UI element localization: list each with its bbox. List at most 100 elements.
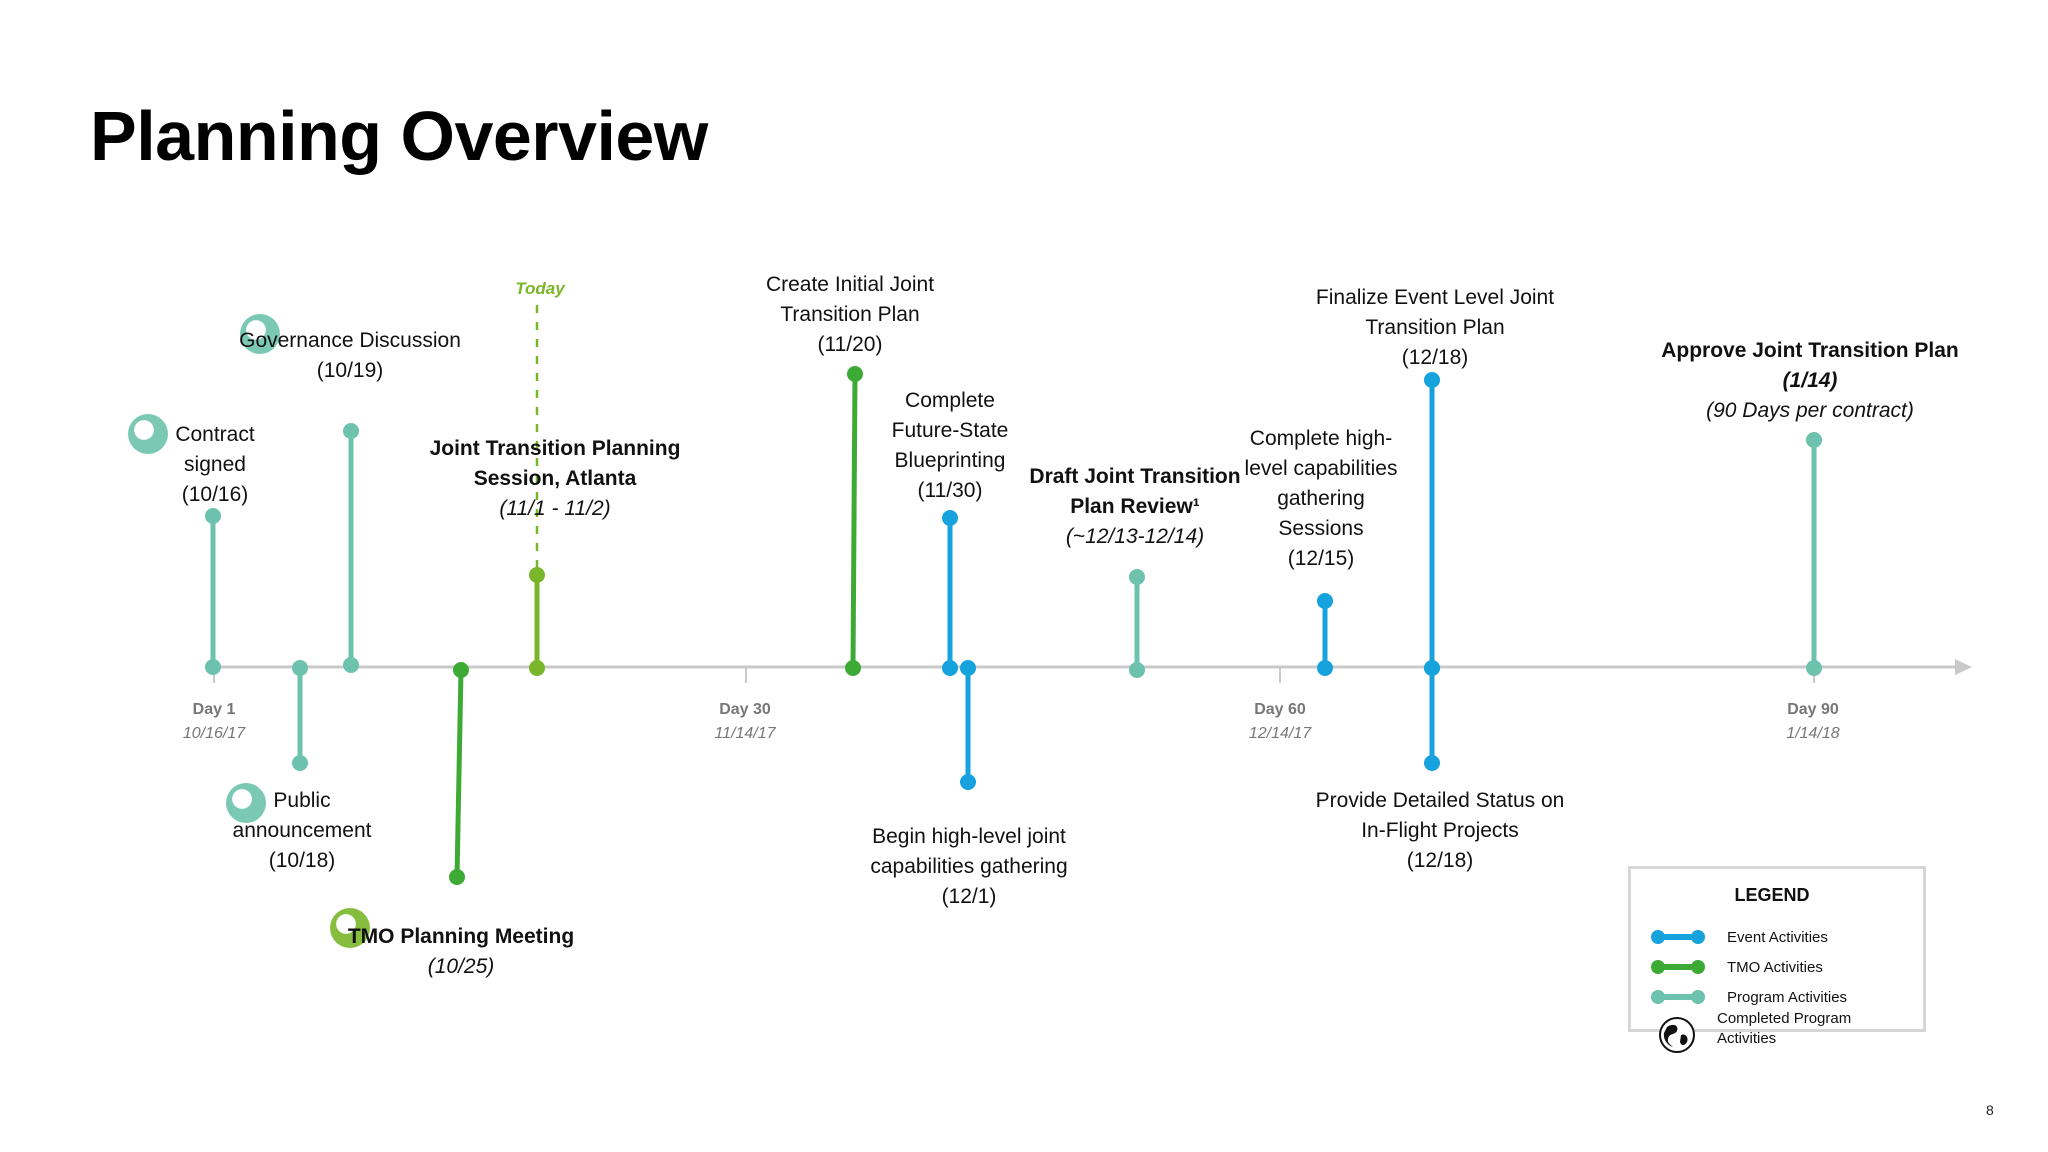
milestone-base-dot <box>960 660 976 676</box>
milestone-name-line: Transition Plan <box>780 303 920 326</box>
milestone-stem <box>454 667 464 880</box>
milestone-tip-dot <box>847 366 863 382</box>
milestone-name-line: gathering <box>1277 487 1365 510</box>
axis-tick-day: Day 60 <box>1254 701 1306 718</box>
legend-label: Event Activities <box>1727 928 1828 946</box>
timeline-axis-arrow <box>1955 659 1972 675</box>
legend-item-event: Event Activities <box>1651 925 1828 949</box>
milestone-tip-dot <box>1129 569 1145 585</box>
milestone-note: (90 Days per contract) <box>1706 399 1914 422</box>
milestone-name-line: announcement <box>232 819 372 842</box>
milestone-name-line: Public <box>273 789 331 812</box>
milestone-tip-dot <box>292 755 308 771</box>
milestone-name-line: Sessions <box>1278 517 1364 540</box>
milestone-tip-dot <box>529 567 545 583</box>
legend-swatch-program <box>1651 990 1705 1004</box>
milestone-name-line: level capabilities <box>1244 457 1398 480</box>
axis-tick-date: 11/14/17 <box>714 725 776 742</box>
axis-tick-day-1: Day 1 10/16/17 <box>134 698 294 746</box>
globe-icon <box>240 314 280 354</box>
milestone-name-line: Session, Atlanta <box>473 467 637 490</box>
milestone-date: (1/14) <box>1782 369 1838 392</box>
milestone-date: (11/30) <box>917 479 983 502</box>
milestone-date: (11/20) <box>817 333 883 356</box>
axis-tick-day: Day 1 <box>192 701 236 718</box>
milestone-label-begin-gathering: Begin high-level joint capabilities gath… <box>844 822 1094 912</box>
milestone-name-line: Approve Joint Transition Plan <box>1661 339 1959 362</box>
milestone-tip-dot <box>449 869 465 885</box>
milestone-date: (~12/13-12/14) <box>1065 525 1205 548</box>
milestone-label-draft-plan-review: Draft Joint Transition Plan Review¹ (~12… <box>1020 462 1250 552</box>
milestone-tip-dot <box>960 774 976 790</box>
legend-item-completed: Completed Program Activities <box>1651 1010 1851 1055</box>
milestone-base-dot <box>1317 660 1333 676</box>
milestone-tip-dot <box>1317 593 1333 609</box>
milestone-label-complete-blueprinting: Complete Future-State Blueprinting (11/3… <box>880 386 1020 506</box>
milestone-name-line: Complete <box>905 389 995 412</box>
milestone-date: (12/1) <box>941 885 997 908</box>
milestone-tip-dot <box>205 508 221 524</box>
milestone-label-tmo-planning-meeting: TMO Planning Meeting (10/25) <box>336 922 586 982</box>
milestone-name-line: Plan Review¹ <box>1070 495 1200 518</box>
legend-completed-text: Completed Program Activities <box>1717 1009 1851 1049</box>
milestone-date: (12/18) <box>1406 849 1474 872</box>
milestone-date: (10/18) <box>268 849 336 872</box>
milestone-label-complete-gathering-sessions: Complete high- level capabilities gather… <box>1236 424 1406 574</box>
milestone-name-line: Create Initial Joint <box>765 273 935 296</box>
milestone-label-provide-status: Provide Detailed Status on In-Flight Pro… <box>1300 786 1580 876</box>
milestone-label-create-initial-plan: Create Initial Joint Transition Plan (11… <box>740 270 960 360</box>
globe-icon <box>226 783 266 823</box>
milestone-date: (11/1 - 11/2) <box>499 497 611 520</box>
milestone-base-dot <box>1129 662 1145 678</box>
legend-label: Completed Program <box>1717 1010 1852 1027</box>
milestone-date: (10/16) <box>181 483 249 506</box>
milestone-label-contract-signed: Contract signed (10/16) <box>160 420 270 510</box>
milestone-label-governance-discussion: Governance Discussion (10/19) <box>230 326 470 386</box>
axis-tick-day: Day 90 <box>1787 701 1839 718</box>
milestone-name-line: Begin high-level joint <box>872 825 1066 848</box>
legend-label: TMO Activities <box>1727 958 1823 976</box>
legend-label: Activities <box>1717 1030 1777 1047</box>
page-number: 8 <box>1986 1102 1994 1118</box>
milestone-name-line: Complete high- <box>1249 427 1393 450</box>
legend-swatch-tmo <box>1651 960 1705 974</box>
axis-tick-date: 1/14/18 <box>1786 725 1840 742</box>
milestone-base-dot <box>1424 660 1440 676</box>
milestone-base-dot <box>205 659 221 675</box>
milestone-base-dot <box>292 660 308 676</box>
milestone-base-dot <box>845 660 861 676</box>
milestone-date: (12/15) <box>1287 547 1355 570</box>
milestone-name-line: capabilities gathering <box>870 855 1068 878</box>
milestone-name-line: Future-State <box>891 419 1009 442</box>
milestone-tip-dot <box>1424 372 1440 388</box>
milestone-name-line: Transition Plan <box>1365 316 1505 339</box>
page-title: Planning Overview <box>90 97 708 175</box>
milestone-name-line: Blueprinting <box>894 449 1006 472</box>
milestone-label-approve-plan: Approve Joint Transition Plan (1/14) (90… <box>1650 336 1970 426</box>
milestone-tip-dot <box>1424 755 1440 771</box>
today-label: Today <box>515 279 565 298</box>
legend: LEGEND Event Activities TMO Activities P… <box>1628 866 1926 1053</box>
axis-tick-day: Day 30 <box>719 701 771 718</box>
milestone-base-dot <box>529 660 545 676</box>
milestone-date: (12/18) <box>1401 346 1469 369</box>
milestone-label-public-announcement: Public announcement (10/18) <box>222 786 382 876</box>
legend-label: Program Activities <box>1727 988 1848 1006</box>
milestone-date: (10/19) <box>316 359 384 382</box>
milestone-name-line: Provide Detailed Status on <box>1315 789 1565 812</box>
milestone-name-line: Draft Joint Transition <box>1029 465 1241 488</box>
globe-icon <box>128 414 168 454</box>
globe-icon <box>1659 1017 1695 1053</box>
milestone-tip-dot <box>1806 432 1822 448</box>
milestone-label-finalize-event-plan: Finalize Event Level Joint Transition Pl… <box>1300 283 1570 373</box>
axis-tick-date: 10/16/17 <box>182 725 246 742</box>
milestone-stem <box>850 371 858 671</box>
milestone-base-dot <box>1806 660 1822 676</box>
axis-tick-date: 12/14/17 <box>1248 725 1312 742</box>
milestone-name-line: Finalize Event Level Joint <box>1315 286 1555 309</box>
milestone-date: (10/25) <box>427 955 495 978</box>
milestone-name-line: Governance Discussion <box>239 329 461 352</box>
axis-tick-day-90: Day 90 1/14/18 <box>1733 698 1893 746</box>
legend-title: LEGEND <box>1734 885 1810 905</box>
